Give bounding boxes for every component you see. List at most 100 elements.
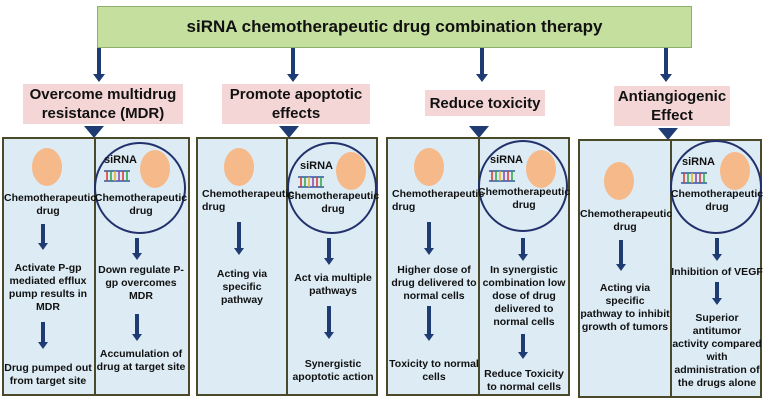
diagram-title-text: siRNA chemotherapeutic drug combination … — [186, 17, 603, 36]
cancer-cell — [224, 148, 254, 186]
step-line: Inhibition of VEGF — [671, 266, 763, 278]
step-line: dose of drug — [492, 290, 556, 302]
cancer-cell — [526, 150, 556, 188]
label-line: drug — [512, 199, 536, 211]
label-line: Chemotherapeutic — [202, 188, 295, 200]
sirna-label: siRNA — [300, 160, 334, 172]
heading-toxicity: Reduce toxicity — [425, 90, 545, 116]
step-line: normal cells — [403, 290, 465, 302]
heading-pointer-2 — [279, 126, 299, 138]
step-line: MDR — [129, 290, 153, 302]
heading-apoptotic-line1: Promote apoptotic — [229, 86, 363, 103]
sirna-strand-icon — [681, 172, 707, 184]
arrow-down-icon — [616, 240, 626, 272]
panel-divider — [478, 139, 480, 394]
arrow-down-icon — [324, 238, 334, 266]
heading-toxicity-line1: Reduce toxicity — [429, 94, 541, 112]
sirna-label: siRNA — [682, 156, 716, 168]
cancer-cell — [414, 148, 444, 186]
label-line: drug — [613, 221, 637, 233]
sirna-strand-icon — [489, 170, 515, 182]
step-line: gp overcomes — [105, 277, 177, 289]
step-line: Higher dose of — [397, 264, 471, 276]
heading-pointer-1 — [84, 126, 104, 138]
step-line: Acting via specific — [599, 282, 651, 307]
label-line: Chemotherapeutic — [580, 208, 673, 220]
sirna-circle — [478, 140, 568, 232]
arrow-down-icon — [38, 322, 48, 350]
heading-mdr-line1: Overcome multidrug — [29, 86, 177, 103]
arrow-down-icon — [132, 238, 142, 260]
step-line: pathways — [309, 285, 357, 297]
sirna-strand-icon — [298, 176, 324, 188]
step-line: Accumulation of — [99, 348, 183, 360]
heading-apoptotic: Promote apoptotic effects — [222, 84, 370, 124]
label-line: Chemotherapeutic — [4, 192, 97, 204]
panel-divider — [286, 139, 288, 394]
cancer-cell — [140, 150, 170, 188]
step-line: administration of — [674, 364, 760, 376]
heading-mdr-line2: resistance (MDR) — [41, 105, 165, 122]
panel-divider — [94, 139, 96, 394]
cancer-cell — [720, 152, 750, 190]
heading-apoptotic-line2: effects — [271, 105, 321, 122]
step-line: pathway to inhibit — [580, 308, 670, 320]
heading-mdr: Overcome multidrug resistance (MDR) — [23, 84, 183, 124]
step-line: Acting via specific — [216, 268, 268, 293]
sirna-label: siRNA — [490, 154, 524, 166]
arrow-down-icon — [518, 238, 528, 262]
arrow-down-icon — [712, 238, 722, 262]
step-line: cells — [422, 371, 446, 383]
step-line: Toxicity to normal — [389, 358, 479, 370]
step-line: Reduce Toxicity — [484, 368, 564, 380]
sirna-strand-icon — [104, 170, 130, 182]
step-line: Act via multiple — [294, 272, 372, 284]
arrow-down-icon — [132, 314, 142, 342]
diagram-title: siRNA chemotherapeutic drug combination … — [97, 6, 692, 48]
step-line: Superior antitumor — [692, 312, 742, 337]
step-line: normal cells — [493, 316, 555, 328]
label-line: drug — [202, 201, 226, 213]
label-line: drug — [321, 203, 345, 215]
title-arrow-2 — [287, 48, 299, 82]
label-line: Chemotherapeutic — [392, 188, 485, 200]
step-line: Activate P-gp — [14, 262, 82, 274]
heading-antiangiogenic-line1: Antiangiogenic — [617, 88, 727, 105]
arrow-down-icon — [518, 334, 528, 360]
step-line: pathway — [220, 294, 263, 306]
sirna-circle — [94, 142, 186, 234]
step-line: In synergistic — [490, 264, 558, 276]
heading-pointer-3 — [469, 126, 489, 138]
arrow-down-icon — [324, 306, 334, 340]
arrow-down-icon — [234, 222, 244, 256]
step-line: combination low — [482, 277, 566, 289]
sirna-label: siRNA — [104, 154, 138, 166]
label-line: drug — [392, 201, 416, 213]
label-line: drug — [705, 201, 729, 213]
step-line: mediated efflux — [9, 275, 87, 287]
step-line: to normal cells — [486, 381, 562, 393]
title-arrow-4 — [660, 48, 672, 82]
step-line: activity compared — [672, 338, 762, 350]
step-line: drug delivered to — [391, 277, 477, 289]
arrow-down-icon — [424, 306, 434, 342]
label-line: Chemotherapeutic — [94, 192, 188, 204]
label-line: Chemotherapeutic — [287, 190, 380, 202]
step-text: Inhibition of VEGF — [670, 266, 764, 279]
step-line: growth of tumors — [581, 321, 669, 333]
